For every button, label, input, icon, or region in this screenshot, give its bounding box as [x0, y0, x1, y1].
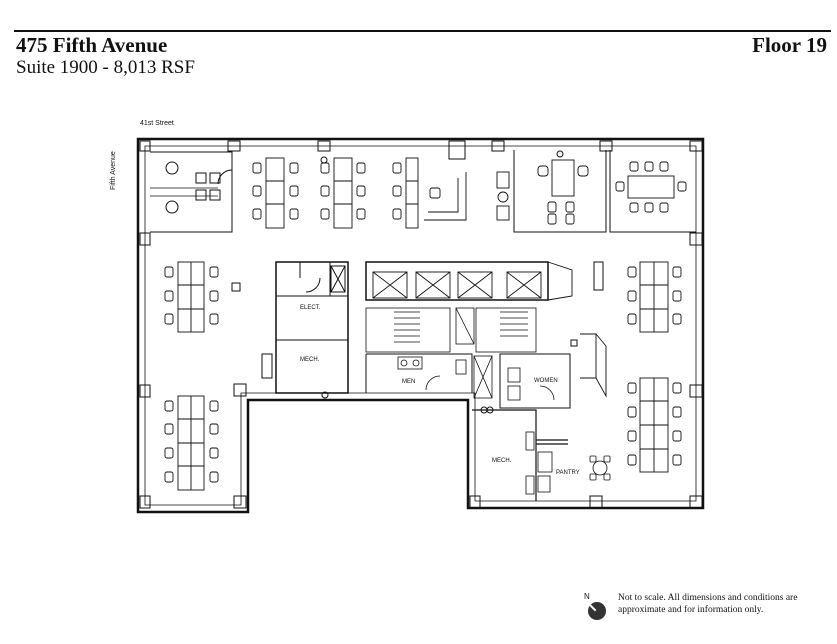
conference-room-wall	[513, 150, 696, 233]
building-address: 475 Fifth Avenue	[16, 33, 168, 57]
perimeter-inner	[144, 145, 697, 506]
room-label-men: MEN	[402, 379, 416, 385]
header-rule	[14, 30, 831, 32]
columns	[139, 140, 703, 509]
compass-label: N	[584, 592, 590, 601]
workstations-left	[164, 261, 219, 491]
conference-furniture	[537, 159, 687, 225]
office-wall	[150, 151, 233, 233]
core-wall	[275, 261, 349, 394]
restroom-wall	[365, 353, 571, 409]
workstations-right	[627, 261, 682, 473]
room-label-mech-lower: MECH.	[492, 458, 512, 464]
stairs	[365, 307, 537, 353]
suite-info: Suite 1900 - 8,013 RSF	[16, 57, 195, 78]
lower-mech-wall	[472, 409, 568, 501]
room-label-elect: ELECT.	[300, 305, 321, 311]
perimeter-wall	[136, 137, 705, 514]
avenue-label: Fifth Avenue	[110, 151, 117, 190]
elevator-bank	[365, 261, 549, 301]
disclaimer-note: Not to scale. All dimensions and conditi…	[618, 593, 798, 615]
room-label-women: WOMEN	[534, 378, 558, 384]
north-arrow-icon	[588, 602, 606, 620]
room-label-pantry: PANTRY	[556, 470, 580, 476]
floor-label: Floor 19	[752, 33, 827, 57]
room-label-mech-upper: MECH.	[300, 357, 320, 363]
street-label: 41st Street	[140, 120, 174, 127]
workstations-top	[252, 157, 510, 229]
